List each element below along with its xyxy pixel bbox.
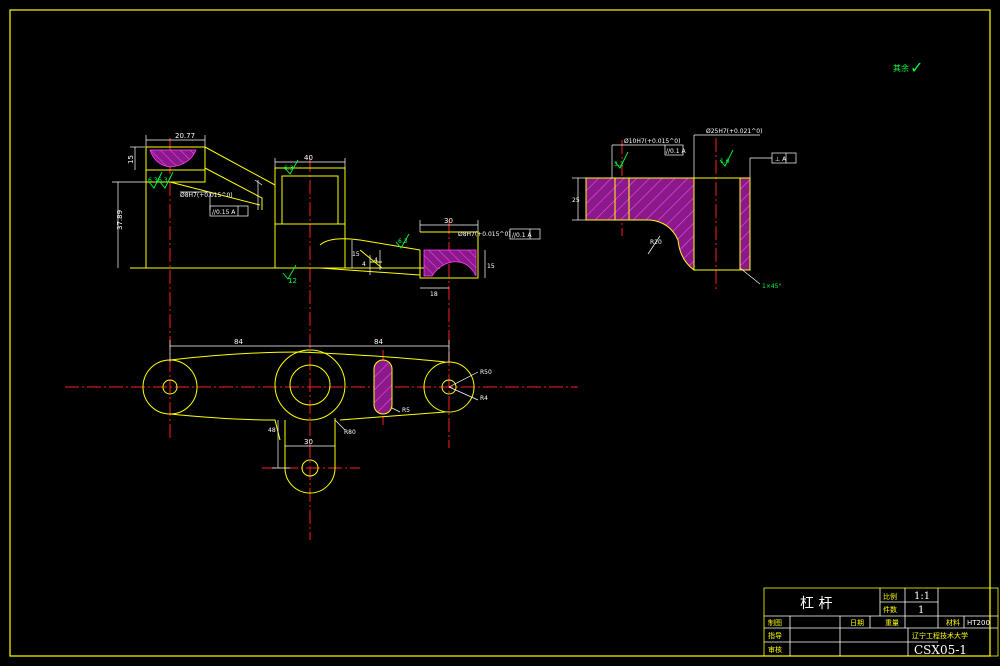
scale-label: 比例 [883,592,897,601]
side-tol-frame-right [771,152,797,164]
dim-left-width: 20.77 [175,132,195,140]
part-name: 杠 杆 [800,596,832,612]
left-boss-hole [162,379,178,395]
dim-total-height: 37.89 [116,210,124,230]
drawing-border [9,9,991,657]
lower-lug-outline [284,418,336,494]
side-body-hatch [585,177,695,271]
scale-value: 1:1 [914,591,930,602]
drawing-label: 制图 [768,618,782,627]
plan-view [65,340,578,494]
tol-left: //0.15 A [212,209,236,216]
fit-right: Ø8H7(+0.015^0) [458,231,511,238]
side-view-labels: Ø10H7(+0.015^0) //0.1 A Ø25H7(+0.021^0) … [572,128,787,290]
lower-lug-hole [301,459,319,477]
dim-right-width: 30 [444,217,453,225]
side-fit-top-right: Ø25H7(+0.021^0) [706,128,762,135]
dim-right-bottom: 18 [430,291,438,298]
tol-frame-left [209,205,249,217]
rough-left-b: 6.3 [158,177,168,184]
side-dim-radius: R20 [650,239,662,246]
middle-boss-outline [274,167,346,269]
weight-label: 重量 [885,619,899,627]
side-chamfer: 1×45° [762,283,781,290]
rough-right: 6.3 [398,238,408,245]
dim-left-height: 15 [127,155,135,164]
qty-label: 件数 [883,605,897,614]
dim-right-height: 15 [487,263,495,270]
dim-r80: R80 [344,429,356,436]
side-fit-top-left: Ø10H7(+0.015^0) [624,138,680,145]
qty-value: 1 [918,605,924,616]
middle-boss-hole [289,364,331,406]
note-label: 其余 [893,63,909,73]
title-block [763,587,999,657]
side-tol-frame-left [664,144,684,156]
material-label: 材料 [946,618,960,627]
side-dim-height: 25 [572,197,580,204]
note-symbol: ✓ [910,58,923,77]
side-section-view [572,134,797,290]
front-arm-left [169,146,276,210]
dim-middle-width: 40 [304,154,313,162]
right-boss-hatch [423,249,477,277]
dim-r50: R50 [480,369,492,376]
material-value: HT200 [967,619,990,627]
plan-body-outline [169,351,446,441]
dim-right-span: 84 [374,338,383,346]
rough-left-a: 6.3 [148,177,158,184]
right-boss-outline [419,231,479,279]
tol-right: //0.1 A [512,232,532,239]
dim-small-2: 4 [374,257,378,264]
dim-slot-height: 15 [352,251,360,258]
plan-slot-hatch [373,359,393,415]
guide-label: 指导 [768,631,782,640]
right-boss-hole [441,379,457,395]
side-rough-right: 1.6 [720,158,730,165]
side-rough-left: 3.2 [614,161,624,168]
side-tol-top-left: //0.1 A [666,148,686,155]
drawing-number: CSX05-1 [914,643,967,657]
dim-small-1: 4 [362,261,366,268]
dim-r4: R4 [480,395,488,402]
tol-frame-right [509,228,541,240]
front-view-labels: 20.77 15 37.89 Ø8H7(+0.015^0) //0.15 A 6… [116,132,532,298]
fit-left: Ø8H7(+0.015^0) [180,192,233,199]
dim-r5: R5 [402,407,410,414]
side-tol-right: ⊥ A [775,156,787,163]
date-label: 日期 [850,619,864,627]
middle-boss-outer [274,349,346,421]
school-name: 辽宁工程技术大学 [912,631,968,640]
dim-left-span: 84 [234,338,243,346]
review-label: 审核 [768,645,782,654]
general-roughness-note: 其余 ✓ [893,58,923,77]
dim-width: 30 [304,438,313,446]
front-view [112,135,541,540]
rough-middle: 6.3 [284,165,294,172]
rough-bottom: 12 [288,277,297,285]
left-boss-hatch [149,149,197,168]
side-boss-hatch [739,177,751,271]
dim-down: 48 [268,427,276,434]
title-block-text: 杠 杆 比例 1:1 件数 1 制图 日期 重量 材料 HT200 指导 辽宁工… [768,591,990,657]
plan-view-labels: 84 84 R50 R4 R5 R80 48 30 [234,338,492,446]
left-boss-outline [145,146,206,183]
